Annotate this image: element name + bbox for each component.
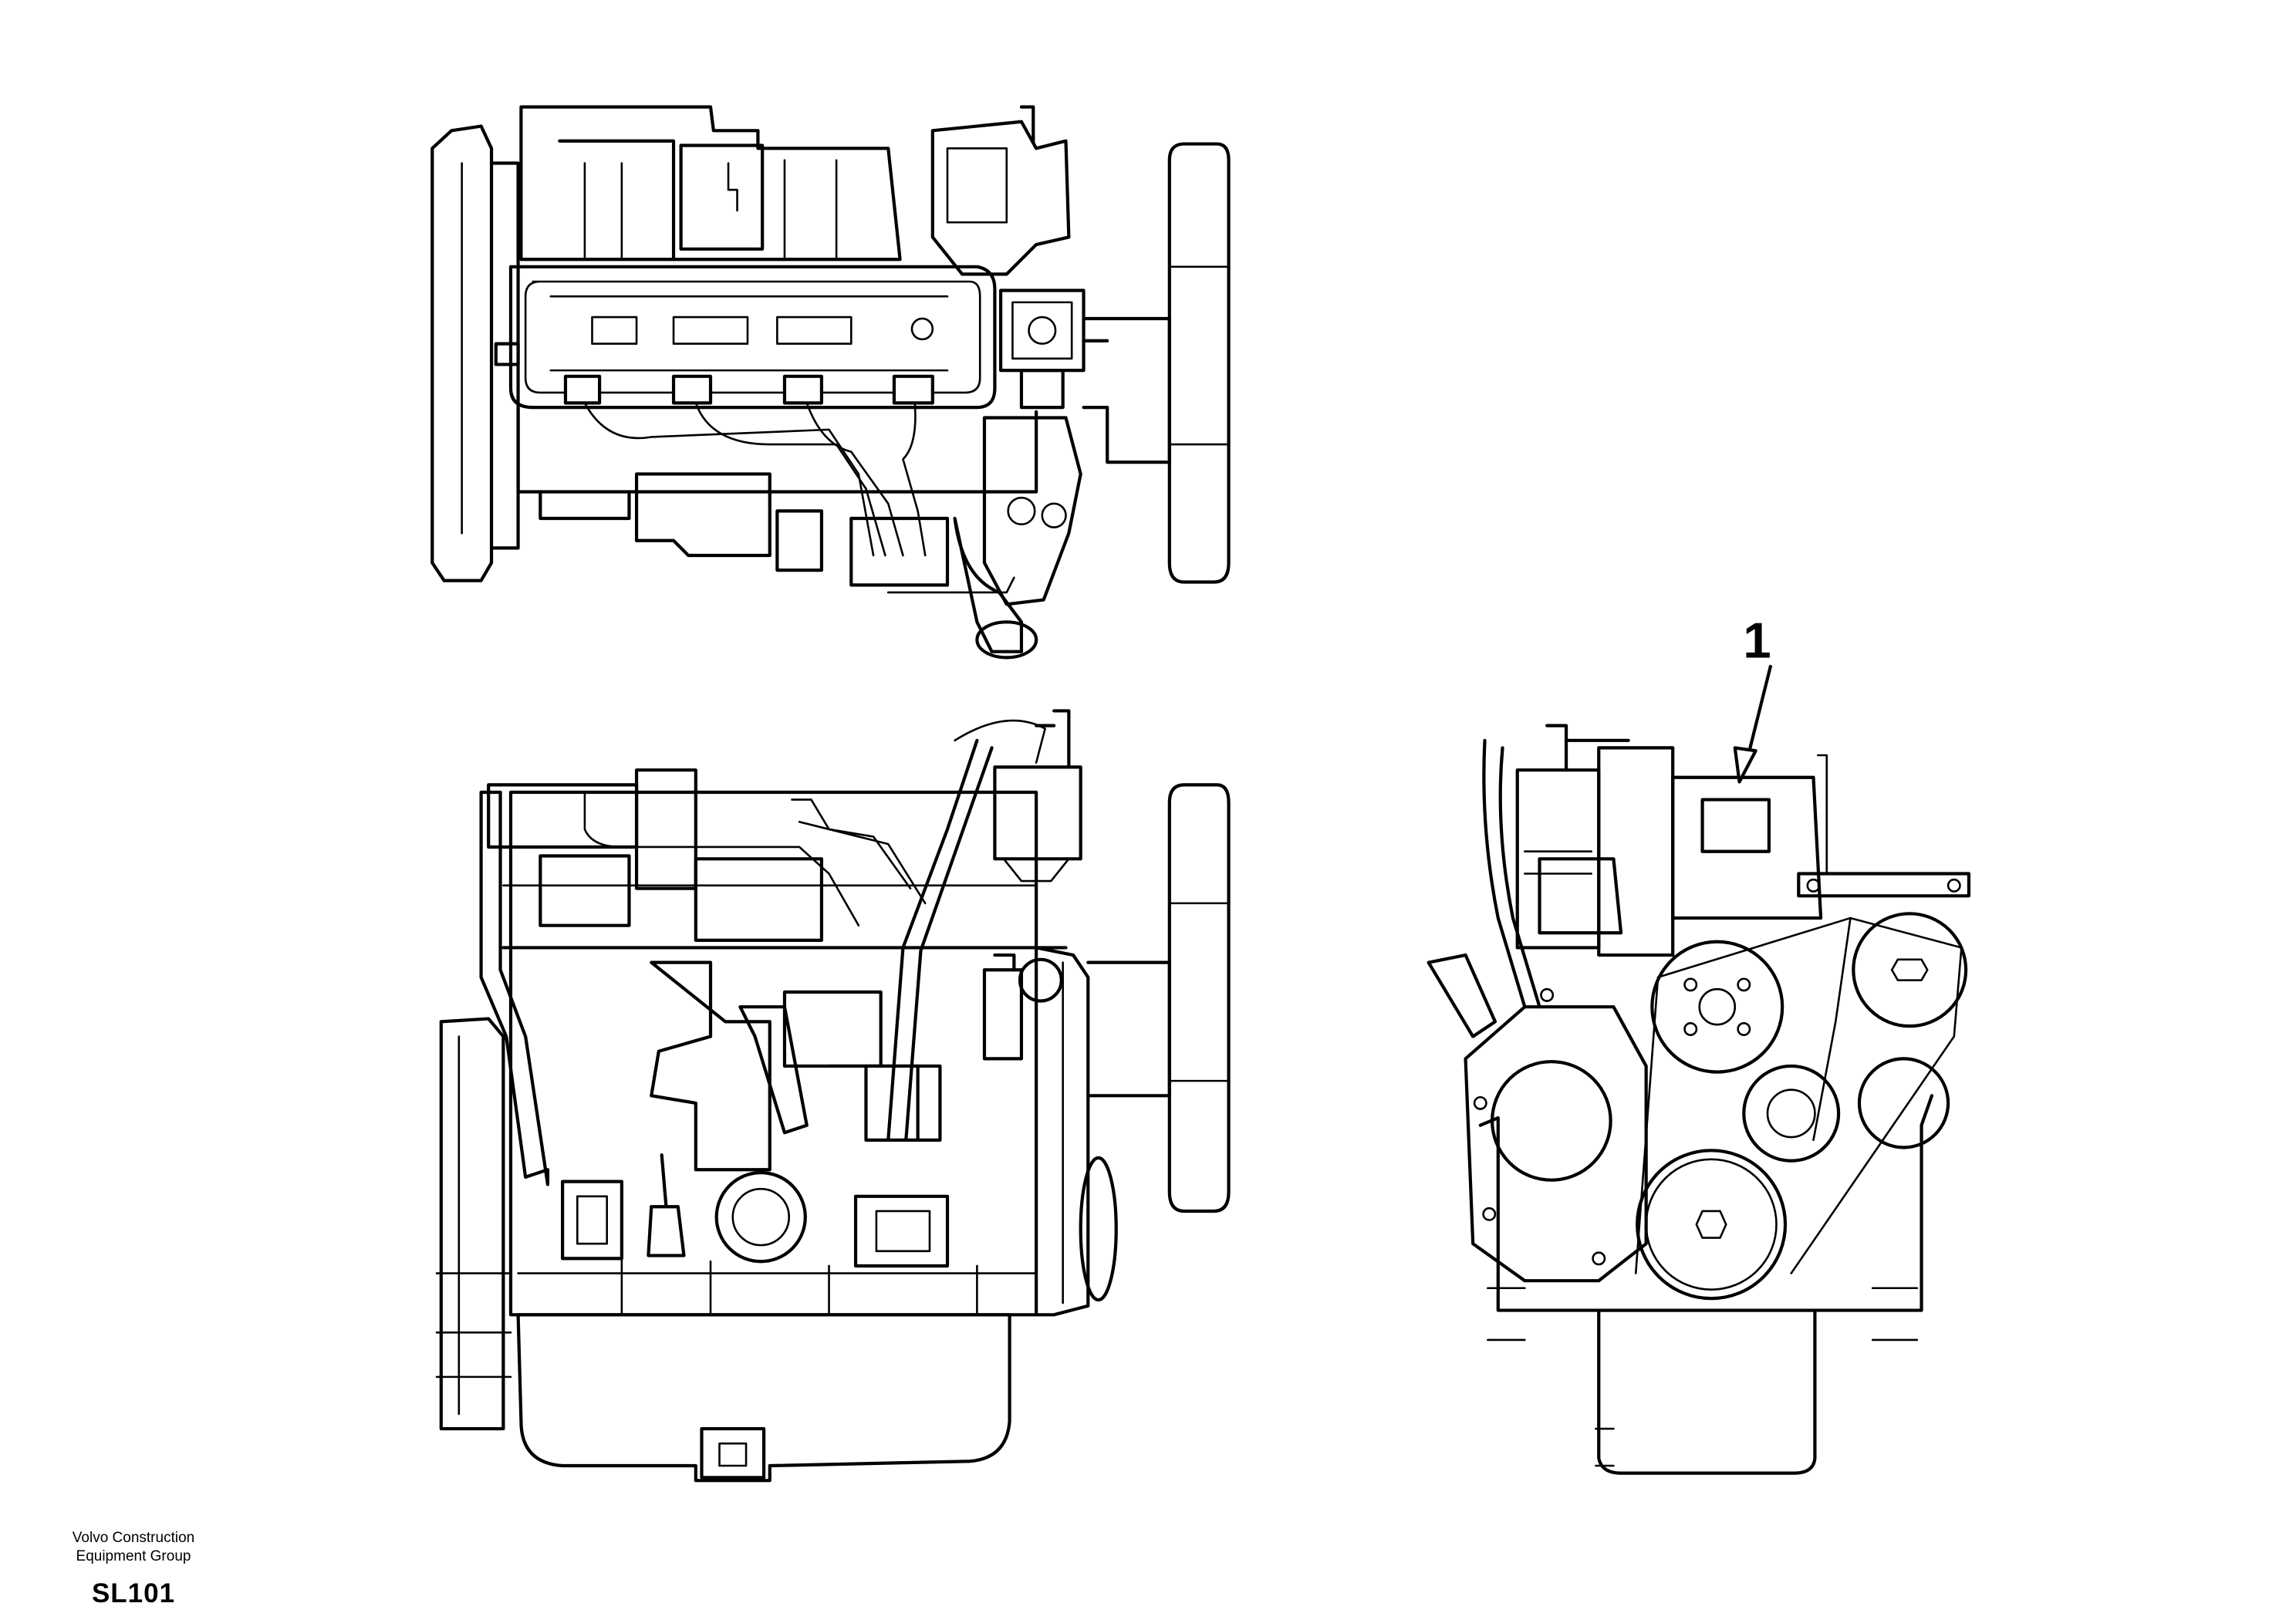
engine-side-view [437,710,1229,1480]
engine-top-view [432,107,1228,658]
company-line-1: Volvo Construction [72,1530,195,1546]
drawing-code: SL101 [91,1578,176,1608]
engine-front-view: 1 [1429,612,1969,1473]
callout-1-label: 1 [1743,612,1771,668]
footer-block: Volvo Construction Equipment Group SL101 [45,1529,222,1609]
company-line-2: Equipment Group [76,1548,191,1564]
